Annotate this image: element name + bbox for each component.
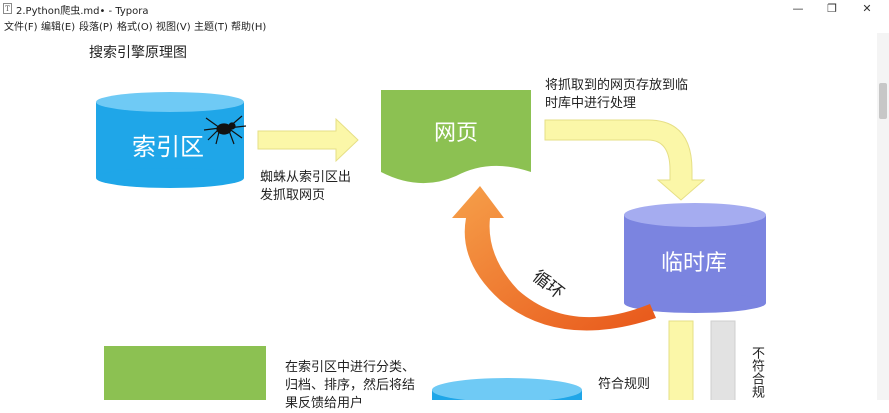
menu-format[interactable]: 格式(O) xyxy=(117,22,153,33)
comply-label: 符合规则 xyxy=(598,377,651,392)
index-cylinder xyxy=(96,92,244,188)
menu-theme[interactable]: 主题(T) xyxy=(194,22,228,33)
arrow-to-temp xyxy=(544,119,706,201)
maximize-button[interactable]: ❐ xyxy=(827,2,837,15)
menu-file[interactable]: 文件(F) xyxy=(4,22,38,33)
webpage-label: 网页 xyxy=(434,121,478,146)
window-title: 2.Python爬虫.md• - Typora xyxy=(16,6,149,17)
loop-arrow xyxy=(452,186,656,331)
menu-view[interactable]: 视图(V) xyxy=(156,22,191,33)
close-button[interactable]: ✕ xyxy=(862,2,872,15)
menu-edit[interactable]: 编辑(E) xyxy=(41,22,76,33)
spider-caption: 蜘蛛从索引区出 发抓取网页 xyxy=(260,170,352,203)
arrow-to-webpage xyxy=(257,117,359,163)
menu-paragraph[interactable]: 段落(P) xyxy=(79,22,113,33)
classify-caption: 在索引区中进行分类、 归档、排序，然后将结 果反馈给用户 xyxy=(285,360,416,411)
noncomply-arrow xyxy=(710,320,736,400)
webpage-box xyxy=(381,90,531,184)
vertical-scrollbar[interactable] xyxy=(877,33,889,400)
spider-icon xyxy=(203,115,247,145)
bottom-cylinder xyxy=(432,378,582,400)
menu-bar: 文件(F) 编辑(E) 段落(P) 格式(O) 视图(V) 主题(T) 帮助(H… xyxy=(0,17,889,33)
loop-label: 循环 xyxy=(528,267,567,304)
index-label: 索引区 xyxy=(132,133,204,161)
store-caption: 将抓取到的网页存放到临 时库中进行处理 xyxy=(545,78,689,111)
document-heading: 搜索引擎原理图 xyxy=(89,45,187,61)
typora-icon: T xyxy=(3,3,12,14)
noncomply-label: 不符合规 xyxy=(749,346,764,398)
scroll-thumb[interactable] xyxy=(879,83,887,119)
result-box xyxy=(104,346,266,400)
search-engine-diagram: 索引区 网页 临时库 循环 xyxy=(96,90,766,400)
temp-cylinder xyxy=(624,203,766,313)
title-bar: T 2.Python爬虫.md• - Typora — ❐ ✕ xyxy=(0,0,889,17)
comply-arrow xyxy=(668,320,694,400)
temp-label: 临时库 xyxy=(661,251,727,276)
menu-help[interactable]: 帮助(H) xyxy=(231,22,267,33)
minimize-button[interactable]: — xyxy=(792,2,804,15)
